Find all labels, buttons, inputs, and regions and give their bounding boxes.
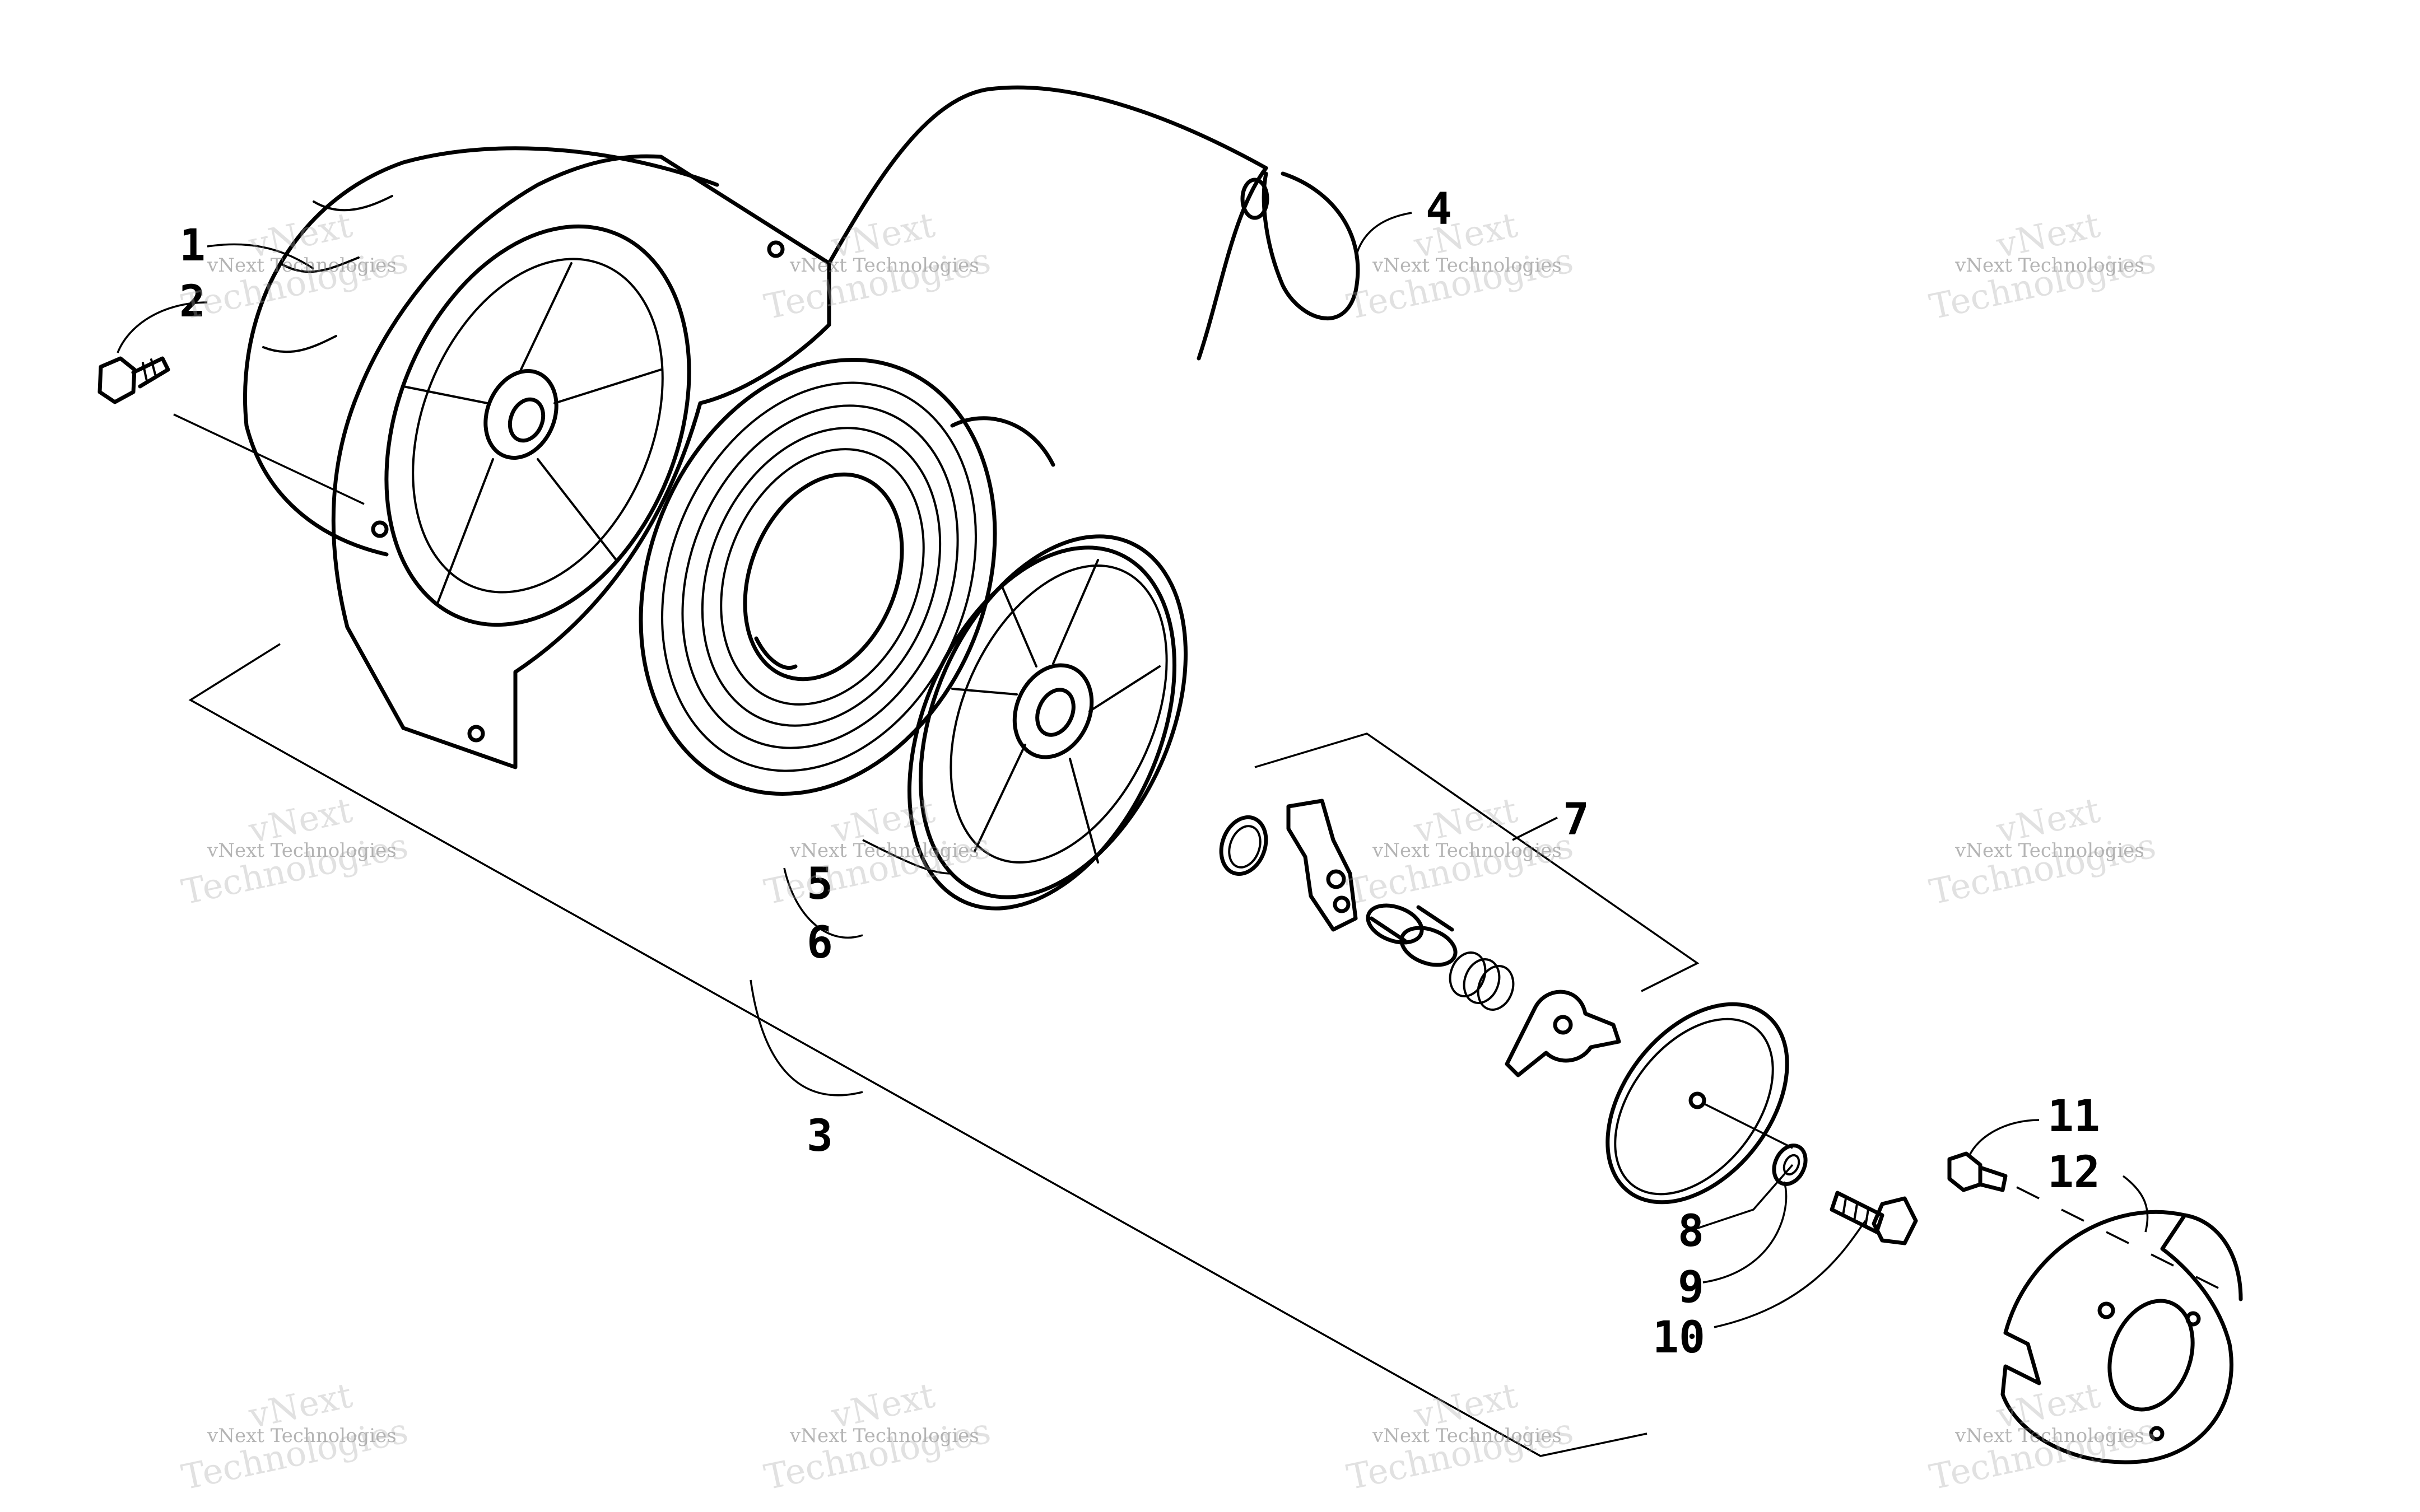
svg-text:vNext Technologies: vNext Technologies xyxy=(789,1425,979,1447)
svg-text:vNext Technologies: vNext Technologies xyxy=(207,1425,397,1447)
watermark: vNext Technologies vNext Technologies xyxy=(178,790,412,913)
ratchet-kit xyxy=(1219,732,1700,1077)
watermark: vNext Technologies vNext Technologies xyxy=(761,790,994,913)
callout-2: 2 xyxy=(179,277,206,327)
watermark: vNext Technologies vNext Technologies xyxy=(761,204,994,328)
assembly-bracket-line xyxy=(188,643,1648,1457)
callout-3: 3 xyxy=(807,1111,833,1161)
watermark: vNext Technologies vNext Technologies xyxy=(1926,790,2160,913)
watermark: vNext Technologies vNext Technologies xyxy=(1343,790,1577,913)
watermark: vNext Technologies vNext Technologies xyxy=(1926,204,2160,328)
watermark: vNext Technologies vNext Technologies xyxy=(178,204,412,328)
svg-text:vNext Technologies: vNext Technologies xyxy=(1954,254,2144,277)
callout-9: 9 xyxy=(1678,1262,1704,1313)
svg-text:vNext Technologies: vNext Technologies xyxy=(1372,839,1562,862)
svg-text:vNext Technologies: vNext Technologies xyxy=(789,254,979,277)
callout-4: 4 xyxy=(1426,184,1452,235)
callout-10: 10 xyxy=(1653,1313,1705,1363)
watermark: vNext Technologies vNext Technologies xyxy=(1343,1375,1577,1498)
watermark: vNext Technologies vNext Technologies xyxy=(1926,1375,2160,1498)
callout-1: 1 xyxy=(179,221,206,271)
svg-text:vNext Technologies: vNext Technologies xyxy=(207,254,397,277)
svg-text:vNext Technologies: vNext Technologies xyxy=(207,839,397,862)
starter-rope xyxy=(827,85,1360,361)
watermark: vNext Technologies vNext Technologies xyxy=(1343,204,1577,328)
watermarks: vNext Technologies vNext Technologies vN… xyxy=(178,204,2160,1498)
housing-bolt xyxy=(97,356,365,505)
svg-text:vNext Technologies: vNext Technologies xyxy=(1372,1425,1562,1447)
starter-housing xyxy=(243,146,831,769)
watermark: vNext Technologies vNext Technologies xyxy=(761,1375,994,1498)
flange-bolt xyxy=(1947,1151,2219,1289)
cap-screw xyxy=(1830,1191,1918,1245)
callout-labels: 1 2 3 4 5 6 7 8 9 10 11 12 xyxy=(179,184,2100,1363)
recoil-spring xyxy=(639,357,1055,796)
svg-text:vNext Technologies: vNext Technologies xyxy=(1372,254,1562,277)
washer xyxy=(1772,1144,1808,1186)
svg-text:vNext Technologies: vNext Technologies xyxy=(789,839,979,862)
callout-leaders xyxy=(117,212,2149,1328)
rope-pulley xyxy=(908,534,1188,911)
callout-6: 6 xyxy=(807,918,833,968)
friction-plate xyxy=(1605,1002,1793,1205)
svg-text:vNext Technologies: vNext Technologies xyxy=(1954,1425,2144,1447)
callout-8: 8 xyxy=(1678,1206,1704,1257)
starter-cup xyxy=(2000,1210,2243,1464)
callout-11: 11 xyxy=(2047,1091,2100,1142)
callout-7: 7 xyxy=(1563,795,1589,845)
watermark: vNext Technologies vNext Technologies xyxy=(178,1375,412,1498)
svg-text:vNext Technologies: vNext Technologies xyxy=(1954,839,2144,862)
callout-12: 12 xyxy=(2047,1147,2100,1198)
callout-5: 5 xyxy=(807,859,833,909)
